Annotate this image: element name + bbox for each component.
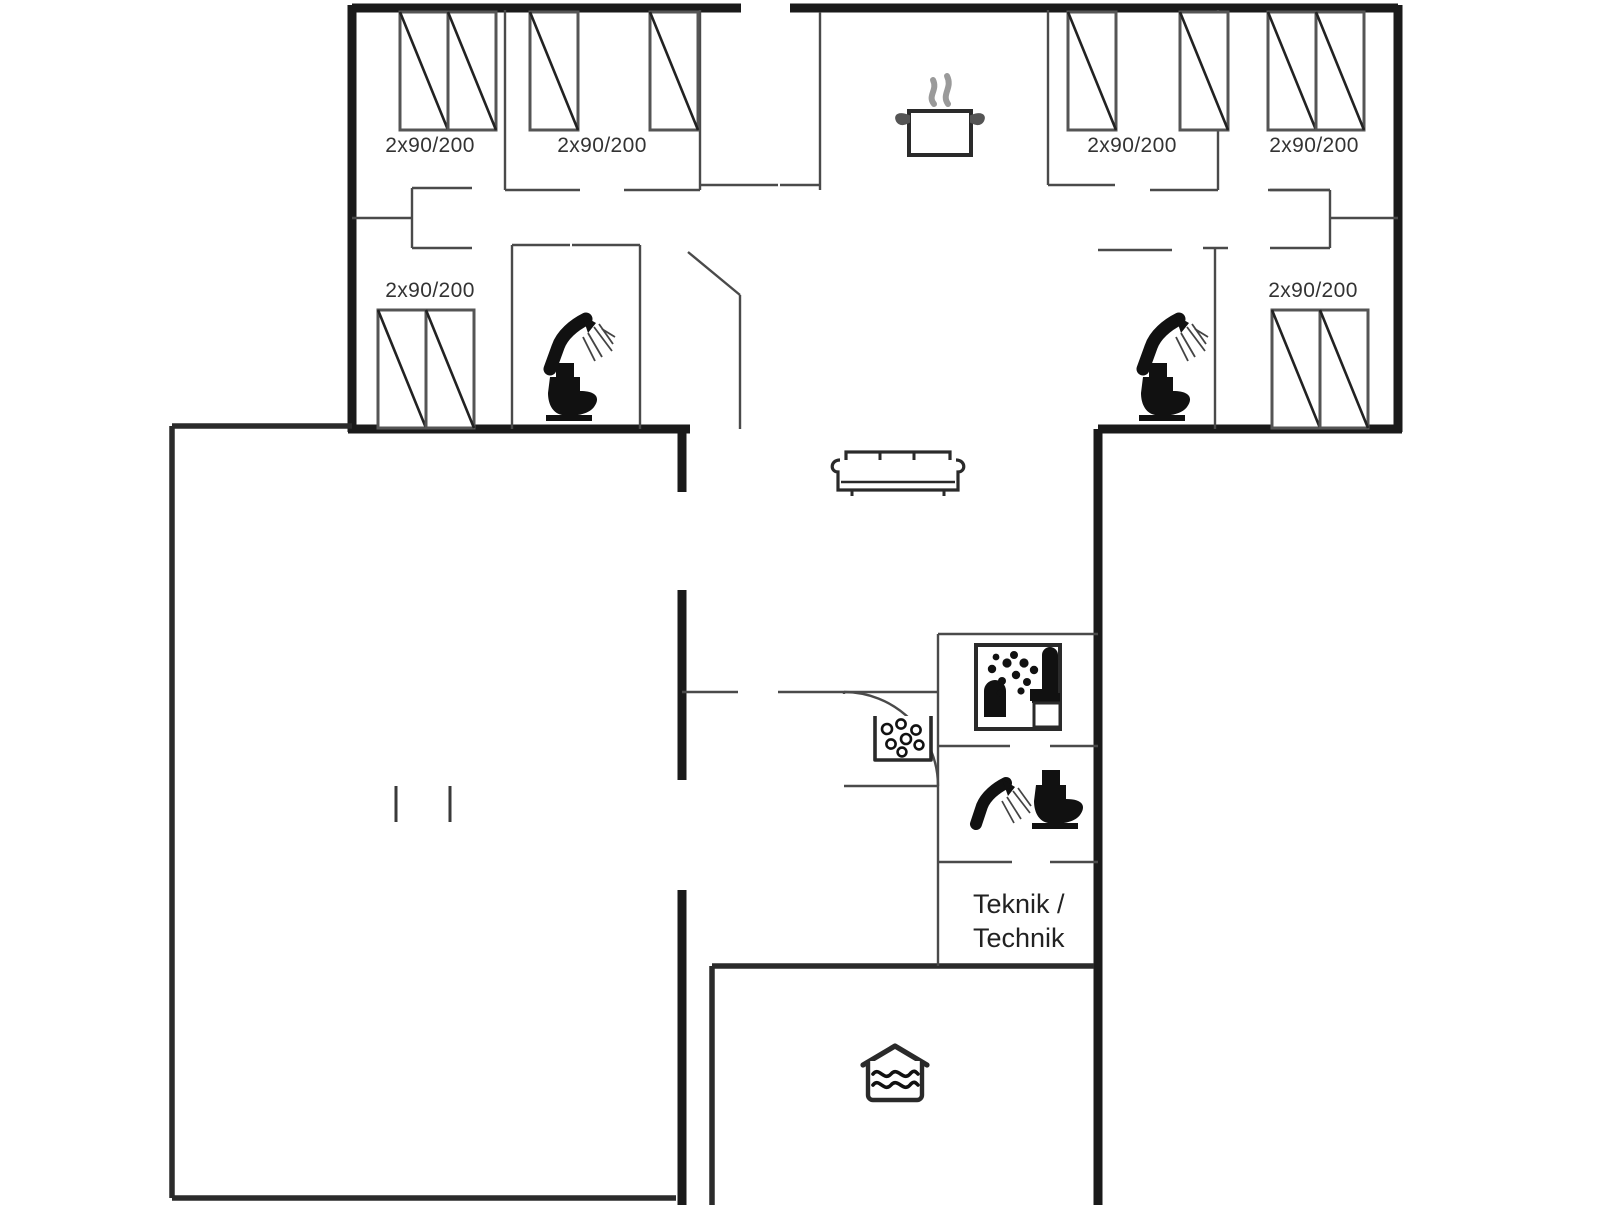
dimension-label: 2x90/200 bbox=[1269, 134, 1359, 157]
whirlpool-icon bbox=[873, 716, 933, 762]
window-bed-nw-1 bbox=[398, 10, 498, 132]
cooking-pot-icon bbox=[895, 73, 985, 157]
dimension-label: 2x90/200 bbox=[385, 279, 475, 302]
swimming-pool-icon bbox=[860, 1043, 930, 1103]
windows-group bbox=[376, 10, 1370, 430]
dimension-label: 2x90/200 bbox=[1268, 279, 1358, 302]
shower-toilet-icon bbox=[543, 312, 616, 421]
technical-room-label-line2: Technik bbox=[973, 923, 1065, 953]
dimension-label: 2x90/200 bbox=[385, 134, 475, 157]
window-bed-sw-1 bbox=[376, 308, 476, 430]
technical-room-label-line1: Teknik / bbox=[973, 889, 1065, 919]
exterior-walls bbox=[169, 3, 1403, 1205]
window-bed-ne-1 bbox=[1066, 10, 1230, 132]
dimension-label: 2x90/200 bbox=[557, 134, 647, 157]
room-label-technical: Teknik / Technik bbox=[973, 889, 1065, 953]
window-bed-nw-2 bbox=[528, 10, 700, 132]
interior-walls-north bbox=[352, 10, 1398, 429]
hall-floor-marks bbox=[394, 786, 452, 822]
sauna-icon bbox=[974, 643, 1062, 731]
sofa-icon bbox=[830, 450, 966, 496]
dimension-label: 2x90/200 bbox=[1087, 134, 1177, 157]
window-bed-se-1 bbox=[1270, 308, 1370, 430]
dimension-labels: 2x90/200 2x90/200 2x90/200 2x90/200 2x90… bbox=[385, 134, 1359, 302]
shower-toilet-icon bbox=[970, 770, 1084, 830]
shower-toilet-icon bbox=[1136, 312, 1209, 421]
window-bed-ne-2 bbox=[1266, 10, 1366, 132]
wall-entry-angled bbox=[687, 251, 741, 296]
